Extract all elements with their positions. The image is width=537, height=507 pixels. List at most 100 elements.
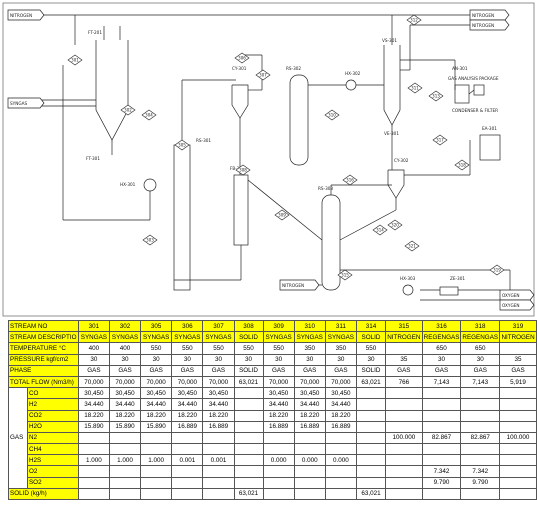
table-cell [460, 443, 501, 456]
table-cell [355, 465, 386, 478]
equipment-ze-301 [439, 286, 459, 296]
table-cell [233, 454, 264, 467]
table-cell: 63,021 [355, 487, 386, 501]
table-cell: 34.440 [202, 398, 235, 411]
table-cell [460, 454, 501, 467]
stream-tag-marker [67, 54, 83, 66]
stream-tag-marker [141, 109, 157, 121]
diagram-frame [2, 2, 535, 317]
table-cell: SOLID [355, 364, 386, 377]
table-cell: 30,450 [108, 387, 142, 400]
table-cell: 30 [140, 353, 173, 366]
table-cell [202, 476, 235, 489]
stream-tag-label: 318 [458, 163, 466, 168]
stream-tag-marker [174, 139, 190, 151]
table-cell: 16.889 [324, 420, 357, 433]
label-nitrogen-mid: NITROGEN [472, 23, 494, 28]
table-cell [233, 387, 264, 400]
table-cell [108, 443, 142, 456]
table-cell [171, 465, 204, 478]
table-cell [355, 443, 386, 456]
table-cell [140, 431, 173, 445]
table-cell: 30,450 [262, 387, 295, 400]
table-cell [140, 443, 173, 456]
label-an301: AN-301 [452, 66, 468, 71]
row-label: SO2 [26, 476, 79, 489]
table-cell: 9.790 [460, 476, 501, 489]
table-cell: 30 [324, 353, 357, 366]
table-cell: 7,143 [460, 375, 501, 389]
table-cell: 550 [355, 342, 386, 355]
row-label: STREAM DESCRIPTIO [8, 331, 79, 344]
label-hx302: HX-302 [345, 71, 361, 76]
table-cell: 35 [499, 353, 537, 366]
stream-tag-marker [324, 109, 340, 121]
heat-exchanger-hx-301 [143, 178, 157, 192]
table-cell [499, 443, 537, 456]
table-cell [355, 431, 386, 445]
table-cell: 34.440 [140, 398, 173, 411]
table-cell [324, 443, 357, 456]
label-rs301: RS-301 [196, 138, 211, 143]
table-cell: 82.867 [421, 431, 462, 445]
table-cell: 9.790 [421, 476, 462, 489]
stream-tag-label: 302 [124, 108, 132, 113]
table-cell: 550 [262, 342, 295, 355]
table-cell: 400 [77, 342, 110, 355]
table-cell: 315 [384, 319, 423, 333]
process-lines [40, 14, 511, 301]
row-label: CH4 [26, 443, 79, 456]
stream-tag-marker [342, 174, 358, 186]
row-label: H2 [26, 398, 79, 411]
table-cell [499, 465, 537, 478]
table-cell: 34.440 [77, 398, 110, 411]
table-cell: SYNGAS [171, 331, 204, 344]
table-cell: 82.867 [460, 431, 501, 445]
table-cell: 18.220 [171, 409, 204, 422]
stream-tag-label: 309 [278, 213, 286, 218]
table-cell [421, 387, 462, 400]
table-cell: SOLID [233, 364, 264, 377]
table-cell: 350 [293, 342, 326, 355]
table-cell: SYNGAS [77, 331, 110, 344]
table-cell [262, 431, 295, 445]
table-cell: 550 [233, 342, 264, 355]
table-cell: SYNGAS [202, 331, 235, 344]
stream-tag-marker [428, 90, 444, 102]
row-label: CO2 [26, 409, 79, 422]
table-cell [108, 465, 142, 478]
table-cell [293, 443, 326, 456]
table-cell: SYNGAS [108, 331, 142, 344]
label-hx303: HX-303 [400, 276, 416, 281]
table-cell: 16.889 [262, 420, 295, 433]
label-nitrogen-top: NITROGEN [10, 13, 32, 18]
label-condenser: CONDENSER & FILTER [452, 108, 498, 113]
table-cell: 70,000 [171, 375, 204, 389]
table-cell: GAS [384, 364, 423, 377]
table-cell: 0.000 [324, 454, 357, 467]
table-cell: 30 [202, 353, 235, 366]
table-cell [77, 443, 110, 456]
table-cell: 5,919 [499, 375, 537, 389]
stream-tag-marker [120, 104, 136, 116]
row-label: PHASE [8, 364, 79, 377]
table-cell [384, 409, 423, 422]
table-cell [77, 465, 110, 478]
stream-tags: 3013023033043053063073083093103113123133… [67, 14, 505, 281]
table-cell: GAS [140, 364, 173, 377]
row-label: N2 [26, 431, 79, 445]
table-cell: 70,000 [140, 375, 173, 389]
stream-tag-marker [454, 159, 470, 171]
table-cell [171, 476, 204, 489]
table-cell: 30,450 [324, 387, 357, 400]
table-cell: GAS [202, 364, 235, 377]
table-cell: 35 [384, 353, 423, 366]
table-cell [202, 487, 235, 501]
table-cell: SYNGAS [324, 331, 357, 344]
table-cell: GAS [108, 364, 142, 377]
table-cell [384, 342, 423, 355]
table-cell [499, 487, 537, 501]
label-rs303: RS-303 [318, 186, 333, 191]
